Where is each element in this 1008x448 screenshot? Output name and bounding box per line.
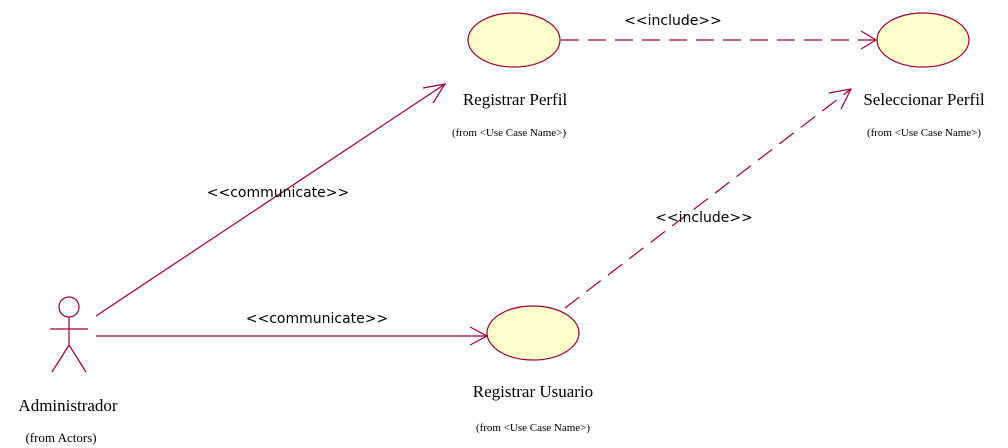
use-case-registrar-usuario[interactable] bbox=[486, 305, 580, 361]
use-case-registrar-usuario-origin: (from <Use Case Name>) bbox=[476, 422, 590, 434]
use-case-seleccionar-perfil-origin: (from <Use Case Name>) bbox=[867, 127, 981, 139]
actor-head bbox=[58, 296, 80, 318]
communicate-usuario-label: <<communicate>> bbox=[246, 311, 388, 327]
communicate-edge-perfil bbox=[95, 83, 447, 317]
actor-origin: (from Actors) bbox=[25, 430, 96, 445]
actor-administrador[interactable] bbox=[50, 296, 88, 373]
include-diag-arrowhead bbox=[828, 88, 853, 110]
communicate-usuario-arrowhead bbox=[469, 326, 489, 346]
communicate-perfil-label: <<communicate>> bbox=[207, 185, 349, 201]
use-case-seleccionar-perfil[interactable] bbox=[876, 12, 970, 68]
include-top-label: <<include>> bbox=[624, 13, 722, 29]
actor-right-leg bbox=[68, 344, 87, 373]
use-case-registrar-perfil-name: Registrar Perfil bbox=[463, 90, 568, 109]
use-case-registrar-usuario-name: Registrar Usuario bbox=[473, 382, 593, 401]
use-case-registrar-perfil-origin: (from <Use Case Name>) bbox=[452, 127, 566, 139]
include-edge-diagonal bbox=[564, 88, 853, 309]
include-top-arrowhead bbox=[860, 30, 878, 50]
use-case-seleccionar-perfil-name: Seleccionar Perfil bbox=[863, 90, 985, 109]
use-case-registrar-perfil[interactable] bbox=[467, 12, 561, 68]
include-diag-label: <<include>> bbox=[655, 210, 753, 226]
include-edge-top bbox=[561, 30, 878, 50]
communicate-perfil-arrowhead bbox=[422, 83, 447, 104]
actor-left-leg bbox=[51, 344, 70, 373]
actor-name: Administrador bbox=[18, 396, 117, 415]
communicate-edge-usuario bbox=[96, 326, 489, 346]
